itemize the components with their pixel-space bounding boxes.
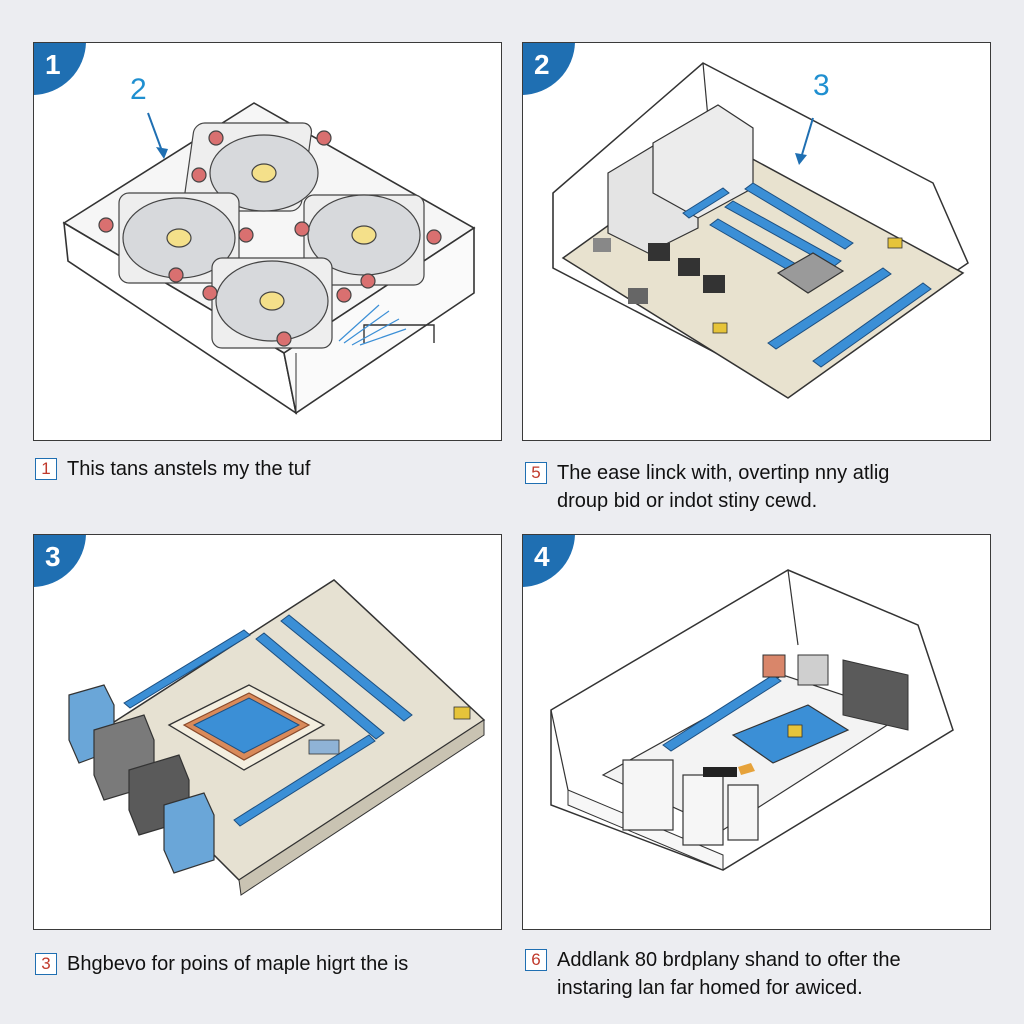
step-badge-1: 1	[34, 43, 86, 95]
fan-top	[183, 122, 339, 213]
callout-number-1: 2	[130, 73, 147, 106]
caption-4-line1: Addlank 80 brdplany shand to ofter the	[557, 949, 901, 971]
caption-number-1: 1	[35, 458, 57, 480]
caption-1: 1 This tans anstels my the tuf	[35, 455, 495, 483]
fan-left	[98, 192, 254, 284]
caption-number-4: 6	[525, 949, 547, 971]
fan-bottom	[202, 257, 352, 349]
caption-3: 3 Bhgbevo for poins of maple higrt the i…	[35, 950, 505, 978]
fan-tray-illustration	[62, 102, 476, 415]
case-install-illustration	[550, 569, 954, 871]
caption-4: 6 Addlank 80 brdplany shand to ofter the…	[525, 946, 995, 1002]
caption-3-line1: Bhgbevo for poins of maple higrt the is	[67, 953, 409, 975]
step-panel-4: 4	[522, 534, 991, 930]
step-panel-2: 2 3	[522, 42, 991, 441]
caption-number-2: 5	[525, 462, 547, 484]
step-panel-1: 1	[33, 42, 502, 441]
airflow-lines	[338, 304, 407, 346]
caption-1-line1: This tans anstels my the tuf	[67, 458, 311, 480]
caption-number-3: 3	[35, 953, 57, 975]
motherboard-cpu-illustration	[68, 579, 486, 896]
callout-number-2: 3	[813, 69, 830, 102]
caption-2-line2: droup bid or indot stiny cewd.	[557, 490, 818, 512]
motherboard-case-illustration	[552, 62, 969, 399]
caption-4-line2: instaring lan far homed for awiced.	[557, 977, 863, 999]
step-panel-3: 3	[33, 534, 502, 930]
caption-2: 5 The ease linck with, overtinp nny atli…	[525, 459, 995, 515]
caption-2-line1: The ease linck with, overtinp nny atlig	[557, 462, 890, 484]
fan-right	[294, 194, 442, 289]
